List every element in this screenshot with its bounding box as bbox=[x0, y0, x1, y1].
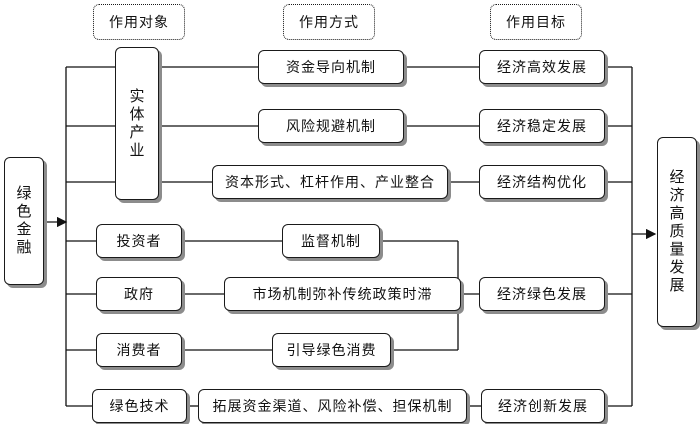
target-investor: 投资者 bbox=[96, 224, 182, 258]
method-market-complement: 市场机制弥补传统政策时滞 bbox=[224, 277, 461, 311]
method-risk-avoid: 风险规避机制 bbox=[258, 109, 404, 143]
target-green-tech: 绿色技术 bbox=[92, 389, 187, 423]
target-consumer: 消费者 bbox=[96, 333, 182, 367]
header-goal: 作用目标 bbox=[490, 4, 582, 40]
method-green-consumption: 引导绿色消费 bbox=[272, 333, 391, 367]
goal-stable: 经济稳定发展 bbox=[479, 109, 605, 143]
goal-efficient: 经济高效发展 bbox=[479, 50, 605, 84]
method-capital-leverage: 资本形式、杠杆作用、产业整合 bbox=[212, 165, 448, 199]
target-real-industry: 实体产业 bbox=[115, 47, 159, 200]
goal-structure: 经济结构优化 bbox=[479, 165, 605, 199]
header-target: 作用对象 bbox=[93, 4, 185, 40]
header-method: 作用方式 bbox=[283, 4, 375, 40]
goal-green: 经济绿色发展 bbox=[479, 277, 605, 311]
goal-innovation: 经济创新发展 bbox=[481, 389, 605, 423]
result-high-quality-development: 经济高质量发展 bbox=[657, 137, 697, 327]
source-green-finance: 绿色金融 bbox=[4, 157, 44, 285]
method-capital-guide: 资金导向机制 bbox=[258, 50, 404, 84]
target-government: 政府 bbox=[96, 277, 182, 311]
method-supervision: 监督机制 bbox=[282, 224, 380, 258]
method-channel-expand: 拓展资金渠道、风险补偿、担保机制 bbox=[198, 389, 467, 423]
